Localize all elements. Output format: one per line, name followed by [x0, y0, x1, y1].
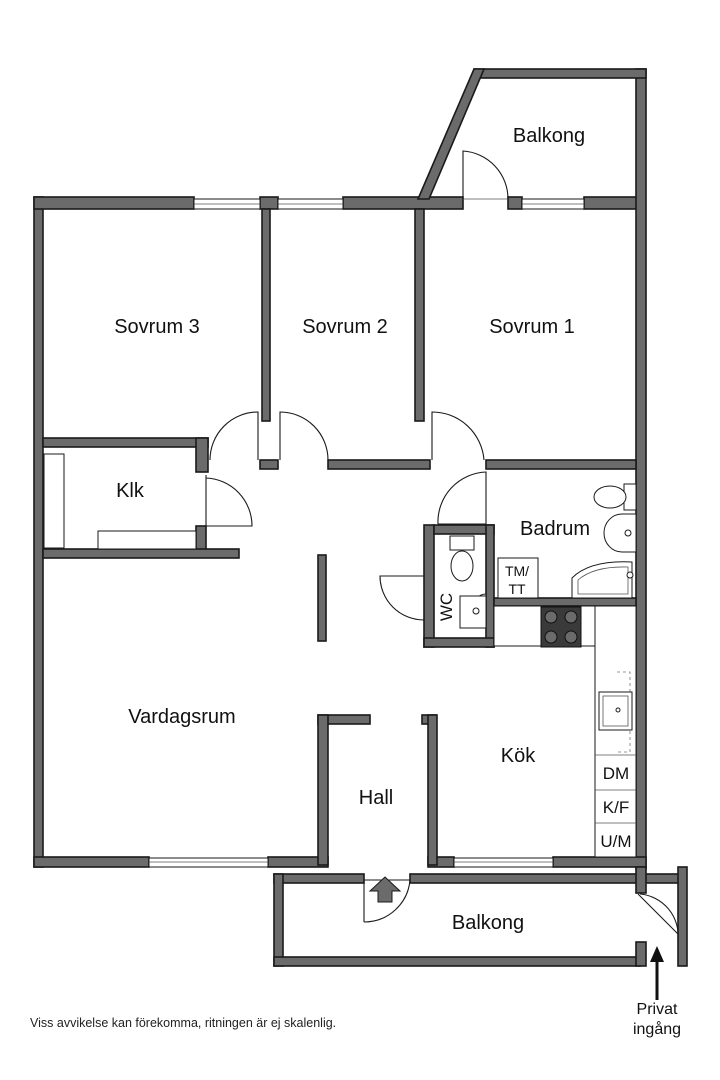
- entrance-label-line1: Privat: [636, 1001, 678, 1018]
- walls: [33, 68, 688, 967]
- wall-hall-east: [427, 714, 438, 866]
- disclaimer-text: Viss avvikelse kan förekomma, ritningen …: [30, 1016, 337, 1030]
- toilet-wc-icon: [449, 535, 475, 582]
- wall-north-e: [507, 196, 523, 210]
- room-label-hall: Hall: [359, 787, 393, 809]
- appliance-label-tt: TT: [508, 581, 526, 597]
- door-badrum: [437, 471, 487, 525]
- wall-entry-west-bottom: [635, 941, 647, 967]
- room-label-sovrum1: Sovrum 1: [489, 316, 575, 338]
- wall-balcony-diagonal: [416, 68, 486, 200]
- window-kok: [453, 857, 554, 868]
- windows: [148, 198, 585, 868]
- central-column: [317, 554, 327, 642]
- wall-sov1-south: [485, 459, 637, 470]
- wall-north-b: [259, 196, 279, 210]
- fixtures: [43, 453, 637, 858]
- wall-balcony-top: [473, 68, 647, 79]
- door-balkong-top: [462, 150, 509, 200]
- room-label-kok: Kök: [501, 745, 536, 767]
- toilet-badrum-icon: [593, 483, 637, 511]
- bathtub-icon: [571, 561, 634, 599]
- wall-north-d: [583, 196, 641, 210]
- wall-sov2-sov1: [414, 208, 425, 422]
- appliance-label-tm: TM/: [505, 563, 529, 579]
- wall-east: [635, 68, 647, 870]
- appliance-label-dm: DM: [603, 764, 629, 783]
- wall-klk-east-bottom: [195, 525, 207, 551]
- room-label-balkong-bottom: Balkong: [452, 912, 524, 934]
- door-klk: [205, 475, 253, 527]
- room-label-klk: Klk: [116, 480, 145, 502]
- door-hall: [363, 879, 411, 923]
- wall-wc-east: [485, 524, 495, 648]
- door-sovrum2: [279, 411, 329, 461]
- wall-sov3-sov2: [261, 208, 271, 422]
- room-label-badrum: Badrum: [520, 518, 590, 540]
- entrance-label-line2: ingång: [632, 1021, 682, 1038]
- wall-sov2-south-b: [327, 459, 431, 470]
- kitchen-sink-icon: [598, 691, 633, 731]
- klk-shelf-south: [97, 530, 197, 550]
- wall-hall-west: [317, 714, 329, 866]
- kitchen-counter-east: [594, 605, 637, 858]
- entrance-label: Privat ingång: [612, 1000, 702, 1040]
- wall-wc-west: [423, 524, 435, 648]
- wall-wc-north: [433, 524, 495, 535]
- door-sovrum3: [209, 411, 259, 461]
- sink-wc-icon: [459, 593, 487, 629]
- stove-icon: [540, 606, 582, 648]
- door-entrance: [637, 893, 679, 941]
- doors: [205, 150, 679, 941]
- wall-entry-east: [677, 866, 688, 967]
- entrance-arrow-icon: [650, 946, 664, 1000]
- wall-balcony-bottom-west: [273, 873, 284, 967]
- door-wc: [379, 575, 425, 621]
- room-label-wc: WC: [437, 593, 456, 621]
- door-sovrum1: [431, 411, 485, 461]
- entry-arrow-icon: [368, 876, 402, 903]
- wall-sov2-south-a: [259, 459, 279, 470]
- wall-sov3-south: [42, 437, 209, 448]
- wall-wc-south: [423, 637, 495, 648]
- wall-south-a: [33, 856, 150, 868]
- room-label-sovrum2: Sovrum 2: [302, 316, 388, 338]
- wall-bath-south: [493, 597, 637, 607]
- wall-south-d: [552, 856, 647, 868]
- sink-badrum-icon: [603, 513, 637, 553]
- room-label-balkong-top: Balkong: [513, 125, 585, 147]
- appliance-label-um: U/M: [600, 832, 631, 851]
- wall-north-a: [33, 196, 195, 210]
- wall-north-c: [342, 196, 464, 210]
- appliance-label-kf: K/F: [603, 798, 629, 817]
- klk-shelf-west: [43, 453, 65, 549]
- wall-klk-east-top: [195, 437, 209, 473]
- wall-west: [33, 196, 44, 868]
- wall-klk-south: [42, 548, 240, 559]
- wall-entry-west-top: [635, 866, 647, 894]
- upper-cabinet-dash: [617, 671, 631, 753]
- wall-balcony-bottom-south: [273, 956, 641, 967]
- wall-balcony-bottom-north-a: [273, 873, 365, 884]
- room-label-vardagsrum: Vardagsrum: [128, 706, 235, 728]
- tm-tt-box: [497, 557, 539, 599]
- room-label-sovrum3: Sovrum 3: [114, 316, 200, 338]
- window-vardagsrum: [148, 857, 269, 868]
